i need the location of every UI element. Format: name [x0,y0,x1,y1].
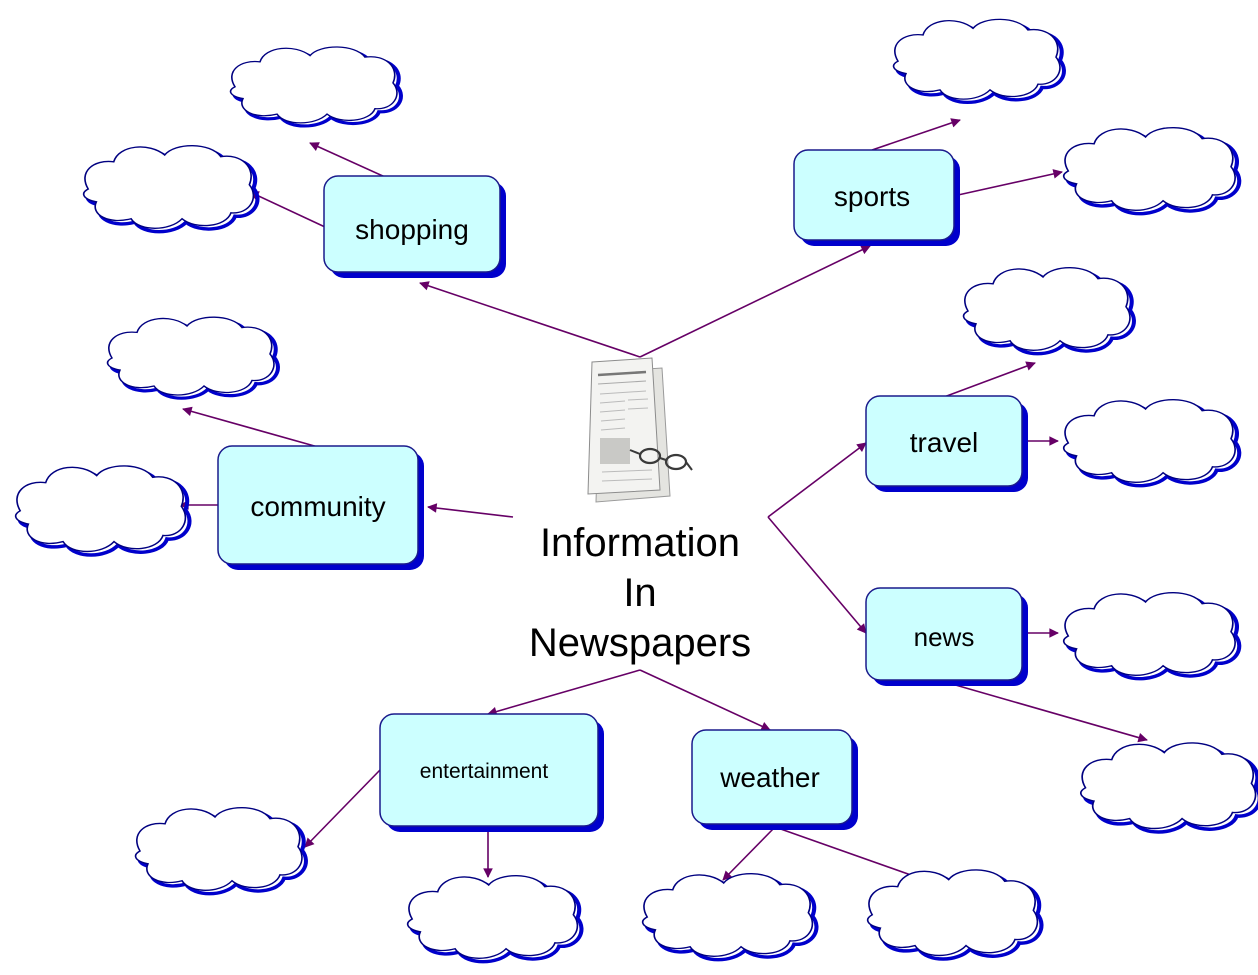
topic-label-sports: sports [834,181,910,212]
edge-news-cloud-2 [951,683,1148,743]
center-title: Information In Newspapers [529,521,751,665]
connector-lines [179,118,1148,882]
center-title-line-3: Newspapers [529,621,751,665]
cloud-entertainment-2 [406,874,582,962]
edge-entertainment-cloud-1 [304,769,381,848]
edge-center-travel [767,442,867,518]
edge-sports-cloud-1 [871,118,961,151]
center-title-line-1: Information [540,521,740,565]
newspaper-with-glasses-icon [587,357,693,503]
cloud-travel-1 [962,266,1136,356]
cloud-sports-2 [1062,126,1239,214]
edge-weather-cloud-1 [722,826,776,881]
cloud-news-1 [1062,591,1239,679]
topic-box-travel[interactable]: travel [865,395,1028,492]
cloud-shopping-2 [82,144,258,232]
edge-center-community [427,503,514,518]
cloud-community-2 [14,465,190,555]
cloud-shopping-1 [229,46,403,128]
cloud-community-1 [106,316,280,401]
topic-label-weather: weather [719,762,820,793]
topic-box-entertainment[interactable]: entertainment [379,713,604,832]
topic-box-sports[interactable]: sports [793,149,960,246]
topic-label-travel: travel [910,427,978,458]
edge-weather-cloud-2 [774,826,926,882]
topic-box-weather[interactable]: weather [691,729,858,830]
cloud-travel-2 [1062,398,1239,486]
edge-center-entertainment [487,669,641,717]
edge-center-weather [639,669,771,731]
edge-shopping-cloud-1 [309,142,386,178]
topic-box-shopping[interactable]: shopping [323,175,506,278]
edge-sports-cloud-2 [957,169,1063,196]
center-title-line-2: In [623,571,656,615]
cloud-sports-1 [892,18,1066,105]
edge-center-shopping [419,281,641,358]
topic-box-news[interactable]: news [865,587,1028,686]
edge-travel-cloud-1 [943,361,1036,398]
topic-label-shopping: shopping [355,214,469,245]
topic-box-community[interactable]: community [217,445,424,570]
topic-label-entertainment: entertainment [420,760,549,783]
edge-shopping-cloud-2 [249,191,326,228]
edge-community-cloud-1 [182,406,319,448]
topic-label-community: community [250,491,385,522]
cloud-weather-1 [641,872,817,960]
edge-center-news [767,516,867,634]
cloud-news-2 [1080,742,1258,832]
edge-center-sports [639,245,871,358]
topic-label-news: news [914,622,975,652]
cloud-entertainment-1 [134,806,308,896]
cloud-weather-2 [866,869,1042,959]
